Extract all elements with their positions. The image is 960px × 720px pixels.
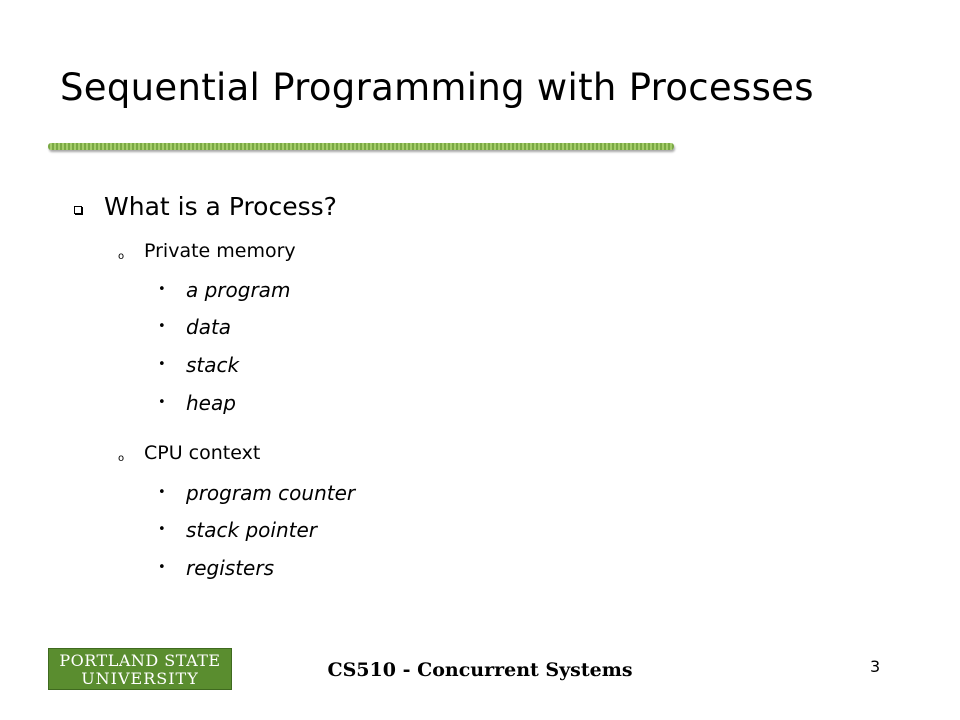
logo-text-line1: PORTLAND STATE [59, 651, 221, 670]
bullet-level3: • a program [158, 278, 291, 302]
bullet-level1: What is a Process? [74, 192, 337, 221]
bullet-text: heap [186, 391, 236, 415]
logo-text-line2: UNIVERSITY [81, 669, 199, 688]
title-divider [48, 143, 674, 150]
bullet-text: program counter [186, 481, 356, 505]
bullet-text: What is a Process? [104, 192, 337, 221]
slide-title: Sequential Programming with Processes [60, 66, 814, 109]
bullet-level3: • heap [158, 391, 236, 415]
dot-bullet-icon: • [158, 485, 166, 500]
bullet-text: registers [186, 556, 274, 580]
dot-bullet-icon: • [158, 319, 166, 334]
square-bullet-icon [74, 206, 82, 214]
bullet-level3: • stack [158, 353, 240, 377]
page-number: 3 [870, 657, 881, 676]
dot-bullet-icon: • [158, 282, 166, 297]
dot-bullet-icon: • [158, 522, 166, 537]
bullet-level3: • data [158, 315, 232, 339]
bullet-level2: o CPU context [118, 442, 261, 464]
university-logo: PORTLAND STATE UNIVERSITY [48, 648, 232, 690]
bullet-level3: • program counter [158, 481, 356, 505]
bullet-text: CPU context [144, 442, 261, 464]
course-footer: CS510 - Concurrent Systems [327, 659, 633, 681]
bullet-text: stack [186, 353, 240, 377]
bullet-text: a program [186, 278, 291, 302]
bullet-text: Private memory [144, 240, 296, 262]
bullet-level3: • registers [158, 556, 274, 580]
dot-bullet-icon: • [158, 560, 166, 575]
dot-bullet-icon: • [158, 395, 166, 410]
bullet-level2: o Private memory [118, 240, 296, 262]
bullet-text: stack pointer [186, 518, 317, 542]
bullet-level3: • stack pointer [158, 518, 317, 542]
circle-bullet-icon: o [118, 251, 125, 262]
dot-bullet-icon: • [158, 357, 166, 372]
circle-bullet-icon: o [118, 453, 125, 464]
bullet-text: data [186, 315, 232, 339]
